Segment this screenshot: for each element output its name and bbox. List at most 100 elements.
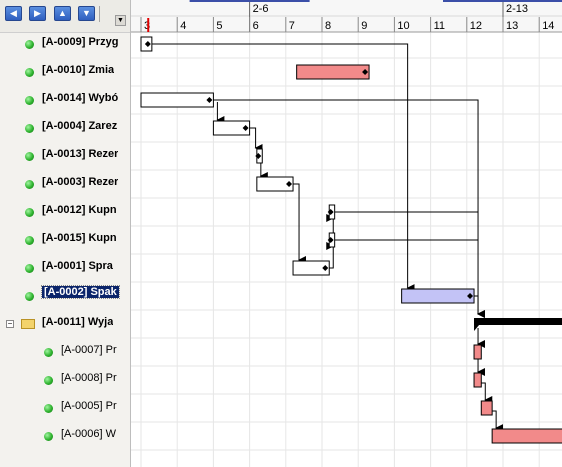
scroll-up-button[interactable]: ▲ bbox=[54, 6, 71, 21]
task-row-a-0006[interactable]: [A-0006] W bbox=[0, 422, 130, 450]
task-row-a-0003[interactable]: [A-0003] Rezer bbox=[0, 170, 130, 198]
progress-marker bbox=[206, 97, 213, 103]
task-label: [A-0001] Spra bbox=[42, 260, 113, 272]
task-row-a-0010[interactable]: [A-0010] Zmia bbox=[0, 58, 130, 86]
task-row-a-0012[interactable]: [A-0012] Kupn bbox=[0, 198, 130, 226]
column-menu-button[interactable]: ▼ bbox=[115, 15, 126, 26]
collapse-toggle[interactable]: − bbox=[6, 319, 14, 328]
task-bar-a-0005[interactable] bbox=[480, 400, 493, 416]
task-status-icon bbox=[25, 124, 34, 133]
task-bar-a-0006[interactable] bbox=[491, 428, 562, 444]
toolbar-separator bbox=[99, 6, 100, 22]
task-bar-a-0004[interactable] bbox=[212, 120, 251, 136]
task-label: [A-0012] Kupn bbox=[42, 204, 117, 216]
task-status-icon bbox=[25, 40, 34, 49]
task-label: [A-0006] W bbox=[61, 428, 117, 440]
day-label: 7 bbox=[289, 20, 295, 32]
task-bars bbox=[140, 36, 562, 444]
day-label: 5 bbox=[216, 20, 222, 32]
progress-marker bbox=[255, 153, 262, 159]
task-status-icon bbox=[44, 376, 53, 385]
task-status-icon bbox=[25, 264, 34, 273]
task-bar-a-0003[interactable] bbox=[256, 176, 294, 192]
progress-marker bbox=[327, 209, 334, 215]
task-bar-a-0001[interactable] bbox=[292, 260, 330, 276]
day-label: 11 bbox=[434, 20, 445, 32]
summary-bar-a-0011[interactable] bbox=[474, 318, 562, 325]
folder-icon bbox=[21, 319, 35, 329]
task-status-icon bbox=[25, 292, 34, 301]
task-status-icon bbox=[25, 96, 34, 105]
task-row-a-0004[interactable]: [A-0004] Zarez bbox=[0, 114, 130, 142]
task-bar-a-0002[interactable] bbox=[401, 288, 475, 304]
task-label: [A-0009] Przyg bbox=[42, 36, 119, 48]
gantt-toolbar: ◀ ▶ ▲ ▼ ▼ bbox=[0, 0, 130, 33]
link-a-0008-a-0005 bbox=[481, 382, 493, 404]
link-a0003-a0001 bbox=[293, 183, 307, 264]
progress-marker bbox=[362, 69, 369, 75]
task-row-a-0001[interactable]: [A-0001] Spra bbox=[0, 254, 130, 282]
task-bar-a-0008[interactable] bbox=[473, 372, 482, 388]
dependency-links bbox=[151, 43, 504, 432]
week-label: 2-6 bbox=[253, 3, 269, 15]
task-label: [A-0003] Rezer bbox=[42, 176, 119, 188]
week-accent bbox=[189, 0, 310, 2]
task-row-a-0007[interactable]: [A-0007] Pr bbox=[0, 338, 130, 366]
task-label: [A-0014] Wybó bbox=[42, 92, 119, 104]
link-a0004-a0013 bbox=[249, 127, 263, 152]
scroll-right-button[interactable]: ▶ bbox=[29, 6, 46, 21]
task-row-a-0011[interactable]: − [A-0011] Wyja bbox=[0, 310, 130, 338]
task-row-a-0005[interactable]: [A-0005] Pr bbox=[0, 394, 130, 422]
task-label: [A-0005] Pr bbox=[61, 400, 117, 412]
task-row-a-0013[interactable]: [A-0013] Rezer bbox=[0, 142, 130, 170]
task-label: [A-0002] Spak bbox=[41, 285, 120, 299]
day-label: 14 bbox=[542, 20, 554, 32]
task-status-icon bbox=[25, 68, 34, 77]
task-label: [A-0011] Wyja bbox=[42, 316, 114, 328]
link-a0001-a0015 bbox=[326, 242, 335, 269]
link-a0002-a0011 bbox=[474, 295, 486, 318]
progress-marker bbox=[286, 181, 293, 187]
summary-bar-start-cap bbox=[474, 318, 480, 331]
task-bar-a-0010[interactable] bbox=[296, 64, 370, 80]
scroll-down-button[interactable]: ▼ bbox=[78, 6, 95, 21]
day-label: 10 bbox=[397, 20, 409, 32]
task-row-a-0008[interactable]: [A-0008] Pr bbox=[0, 366, 130, 394]
progress-marker bbox=[242, 125, 249, 131]
day-label: 13 bbox=[506, 20, 518, 32]
task-row-a-0009[interactable]: [A-0009] Przyg bbox=[0, 30, 130, 58]
day-label: 6 bbox=[253, 20, 259, 32]
day-label: 8 bbox=[325, 20, 331, 32]
day-label: 4 bbox=[180, 20, 186, 32]
link-a0009-a0002 bbox=[151, 43, 415, 292]
task-status-icon bbox=[25, 180, 34, 189]
task-status-icon bbox=[44, 404, 53, 413]
scroll-left-button[interactable]: ◀ bbox=[5, 6, 22, 21]
day-label: 9 bbox=[361, 20, 367, 32]
link-a-0005-a-0006 bbox=[492, 410, 504, 432]
task-status-icon bbox=[44, 348, 53, 357]
task-bar-a-0007[interactable] bbox=[473, 344, 482, 360]
task-row-a-0015[interactable]: [A-0015] Kupn bbox=[0, 226, 130, 254]
task-list-pane: ◀ ▶ ▲ ▼ ▼ [A-0009] Przyg [A-0010] Zmia [A-… bbox=[0, 0, 131, 467]
progress-marker bbox=[144, 41, 151, 47]
task-status-icon bbox=[25, 152, 34, 161]
progress-marker bbox=[467, 293, 474, 299]
link-a0014-a0011 bbox=[213, 99, 486, 318]
task-label: [A-0015] Kupn bbox=[42, 232, 117, 244]
day-label: 12 bbox=[470, 20, 482, 32]
day-label: 3 bbox=[144, 20, 150, 32]
progress-marker bbox=[322, 265, 329, 271]
task-status-icon bbox=[25, 208, 34, 217]
task-status-icon bbox=[44, 432, 53, 441]
task-status-icon bbox=[25, 236, 34, 245]
task-row-a-0002[interactable]: [A-0002] Spak bbox=[0, 282, 130, 310]
task-label: [A-0004] Zarez bbox=[42, 120, 118, 132]
task-label: [A-0008] Pr bbox=[61, 372, 117, 384]
task-row-a-0014[interactable]: [A-0014] Wybó bbox=[0, 86, 130, 114]
task-label: [A-0007] Pr bbox=[61, 344, 117, 356]
task-bar-a-0014[interactable] bbox=[140, 92, 214, 108]
week-accent bbox=[443, 0, 562, 2]
